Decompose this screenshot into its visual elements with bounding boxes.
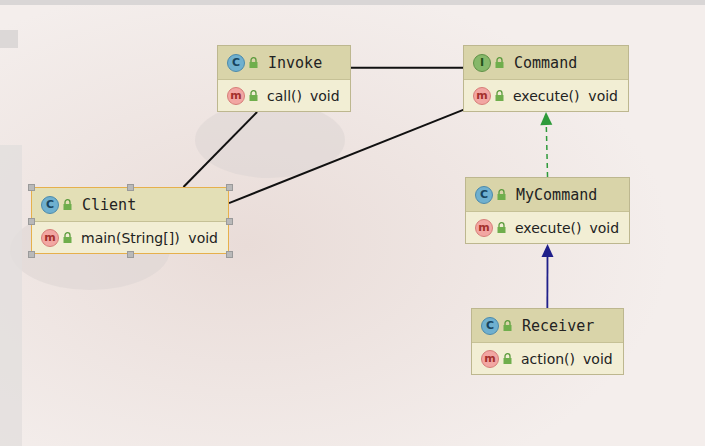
selection-handle: [28, 218, 35, 225]
method-icon: m: [475, 219, 493, 237]
left-tab: [0, 30, 18, 48]
connector-line: [546, 255, 548, 308]
selection-handle: [127, 251, 134, 258]
lock-icon: [497, 189, 506, 200]
connector: [541, 244, 553, 308]
method-row: m action()void: [472, 343, 623, 374]
class-name: Command: [514, 54, 577, 72]
return-type: void: [302, 88, 340, 104]
class-header: C Receiver: [472, 309, 623, 343]
selection-handle: [28, 184, 35, 191]
connector: [540, 112, 552, 177]
method-name: action(): [521, 351, 575, 367]
lock-icon: [249, 90, 258, 101]
method-row: m main(String[])void: [32, 222, 228, 253]
method-row: m call()void: [218, 80, 350, 111]
selection-handle: [28, 251, 35, 258]
method-icon: m: [473, 87, 491, 105]
type-icon: C: [475, 186, 493, 204]
lock-icon: [503, 353, 512, 364]
connector-line: [351, 67, 463, 69]
lock-icon: [495, 90, 504, 101]
method-icon: m: [481, 350, 499, 368]
left-strip: [0, 145, 22, 446]
class-header: I Command: [464, 46, 628, 80]
class-box: C MyCommand m execute()void: [465, 177, 630, 244]
lock-icon: [249, 57, 258, 68]
class-box: C Client m main(String[])void: [31, 187, 229, 254]
method-name: main(String[]): [81, 230, 180, 246]
lock-icon: [63, 199, 72, 210]
lock-icon: [63, 232, 72, 243]
return-type: void: [581, 220, 619, 236]
lock-icon: [503, 320, 512, 331]
class-header: C Client: [32, 188, 228, 222]
class-name: Receiver: [522, 317, 594, 335]
method-name: execute(): [513, 88, 579, 104]
type-icon: C: [481, 317, 499, 335]
class-header: C MyCommand: [466, 178, 629, 212]
selection-handle: [226, 251, 233, 258]
class-name: Invoke: [268, 54, 322, 72]
type-icon: C: [41, 196, 59, 214]
connector: [351, 67, 463, 68]
method-name: execute(): [515, 220, 581, 236]
class-name: Client: [82, 196, 136, 214]
type-icon: I: [473, 54, 491, 72]
connector: [229, 109, 466, 203]
method-icon: m: [227, 87, 245, 105]
connector-line: [546, 123, 547, 177]
method-row: m execute()void: [464, 80, 628, 111]
lock-icon: [497, 222, 506, 233]
selection-handle: [127, 184, 134, 191]
return-type: void: [580, 88, 618, 104]
class-box: I Command m execute()void: [463, 45, 629, 112]
selection-handle: [226, 218, 233, 225]
class-name: MyCommand: [516, 186, 597, 204]
selection-handle: [226, 184, 233, 191]
class-box: C Receiver m action()void: [471, 308, 624, 375]
lock-icon: [495, 57, 504, 68]
arrow-head: [540, 112, 552, 125]
connector-line: [229, 109, 466, 203]
top-strip: [0, 0, 705, 5]
method-row: m execute()void: [466, 212, 629, 243]
arrow-head: [541, 244, 553, 257]
return-type: void: [575, 351, 613, 367]
type-icon: C: [227, 54, 245, 72]
connector: [183, 112, 257, 187]
class-header: C Invoke: [218, 46, 350, 80]
return-type: void: [180, 230, 218, 246]
method-icon: m: [41, 229, 59, 247]
method-name: call(): [267, 88, 302, 104]
class-box: C Invoke m call()void: [217, 45, 351, 112]
connector-line: [183, 112, 257, 187]
